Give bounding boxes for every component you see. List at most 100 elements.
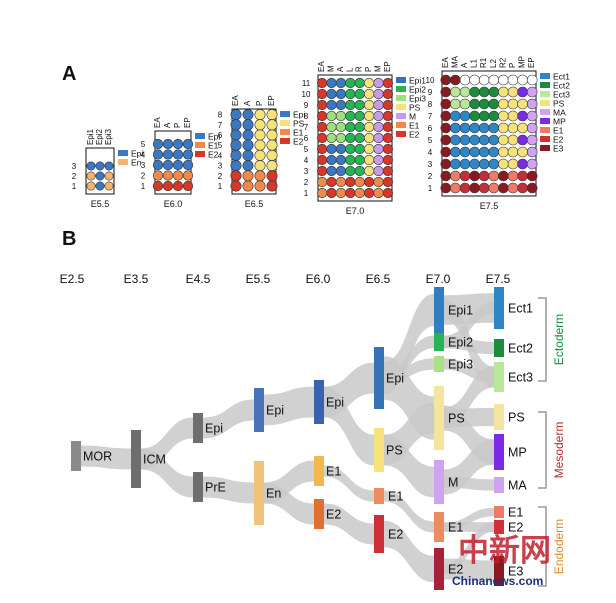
cell-dot [317, 176, 328, 188]
cell-dot [266, 170, 278, 182]
row-label: 10 [302, 90, 311, 99]
cell-dot [440, 122, 452, 134]
cell-dot [266, 129, 278, 141]
flow-e1_60-e1_65 [324, 465, 374, 502]
stage-caption: E7.5 [480, 201, 499, 211]
cell-dot [326, 154, 337, 166]
cell-dot [326, 187, 337, 199]
cell-dot [488, 146, 500, 158]
cell-dot [335, 121, 347, 133]
cell-dot [469, 74, 480, 86]
node-label-e1_70: E1 [448, 521, 463, 535]
legend-label: E1 [293, 128, 304, 138]
cell-dot [469, 122, 480, 134]
legend-swatch [396, 104, 406, 110]
cell-dot [498, 86, 509, 98]
row-label: 1 [72, 182, 77, 191]
node-bar-epi2_70 [434, 333, 444, 351]
cell-dot [317, 88, 328, 100]
column-label: L [345, 67, 354, 72]
node-label-e1_75: E1 [508, 506, 523, 520]
node-label-e2_65: E2 [388, 528, 403, 542]
cell-dot [382, 99, 394, 111]
cell-dot [488, 182, 500, 194]
node-bar-ps75 [494, 404, 504, 430]
legend-swatch [195, 133, 205, 139]
cell-dot [450, 74, 461, 86]
cell-dot [162, 138, 174, 150]
column-label: EP [383, 61, 392, 72]
cell-dot [517, 86, 528, 98]
cell-dot [266, 139, 278, 151]
cell-dot [230, 180, 242, 192]
cell-dot [95, 181, 105, 191]
node-label-epi1_70: Epi1 [448, 304, 473, 318]
cell-dot [172, 149, 184, 160]
cell-dot [266, 180, 278, 192]
cell-dot [498, 158, 509, 170]
cell-dot [345, 121, 356, 133]
cell-dot [182, 159, 194, 171]
cell-dot [507, 182, 519, 194]
cell-dot [354, 77, 365, 89]
cell-dot [469, 182, 480, 194]
cell-dot [354, 99, 365, 111]
cell-dot [317, 99, 328, 111]
column-label: A [336, 66, 345, 72]
cell-dot [364, 143, 375, 155]
cell-dot [242, 119, 254, 131]
cell-dot [242, 149, 254, 161]
cell-dot [230, 119, 242, 131]
cell-dot [440, 170, 452, 182]
cell-dot [498, 98, 509, 110]
cell-dot [345, 99, 356, 111]
cell-dot [450, 158, 461, 170]
germ-layer-ectoderm: Ectoderm [552, 314, 566, 365]
cell-dot [478, 158, 490, 170]
node-label-pre: PrE [205, 481, 226, 495]
row-label: 1 [218, 182, 223, 191]
cell-dot [459, 158, 471, 170]
row-label: 3 [72, 162, 77, 171]
cell-dot [507, 110, 519, 122]
legend-swatch [540, 118, 550, 124]
cell-dot [440, 146, 452, 158]
watermark-logo: 中新网 [458, 533, 551, 568]
cell-dot [354, 121, 365, 133]
cell-dot [230, 129, 242, 141]
legend-label: MA [553, 108, 566, 118]
cell-dot [450, 98, 461, 110]
column-label: L1 [470, 59, 479, 68]
legend-label: E2 [208, 150, 219, 160]
cell-dot [526, 98, 538, 110]
row-label: 5 [141, 140, 146, 149]
column-label: R [355, 66, 364, 72]
cell-dot [488, 170, 500, 182]
stage-label: E5.5 [246, 272, 271, 286]
cell-dot [230, 149, 242, 161]
node-bar-e2_60 [314, 499, 324, 529]
legend-label: E1 [409, 121, 420, 131]
watermark: 中新网 Chinanews.com [452, 533, 551, 588]
row-label: 3 [218, 162, 223, 171]
stage-caption: E5.5 [91, 199, 110, 209]
cell-dot [345, 187, 356, 199]
flow-e2_70-e3_75 [444, 558, 494, 582]
column-label: A [163, 122, 172, 128]
watermark-url: Chinanews.com [452, 574, 543, 588]
legend-label: MP [553, 117, 566, 127]
column-label: P [364, 67, 373, 72]
legend-label: Epi [293, 110, 305, 120]
cell-dot [162, 149, 174, 160]
cell-dot [364, 132, 375, 144]
cell-dot [182, 180, 194, 192]
node-bar-e3_75 [494, 556, 504, 586]
row-label: 4 [218, 151, 223, 160]
column-label: EA [317, 61, 326, 72]
cell-dot [266, 119, 278, 131]
node-bar-mp [494, 434, 504, 470]
cell-dot [498, 182, 509, 194]
